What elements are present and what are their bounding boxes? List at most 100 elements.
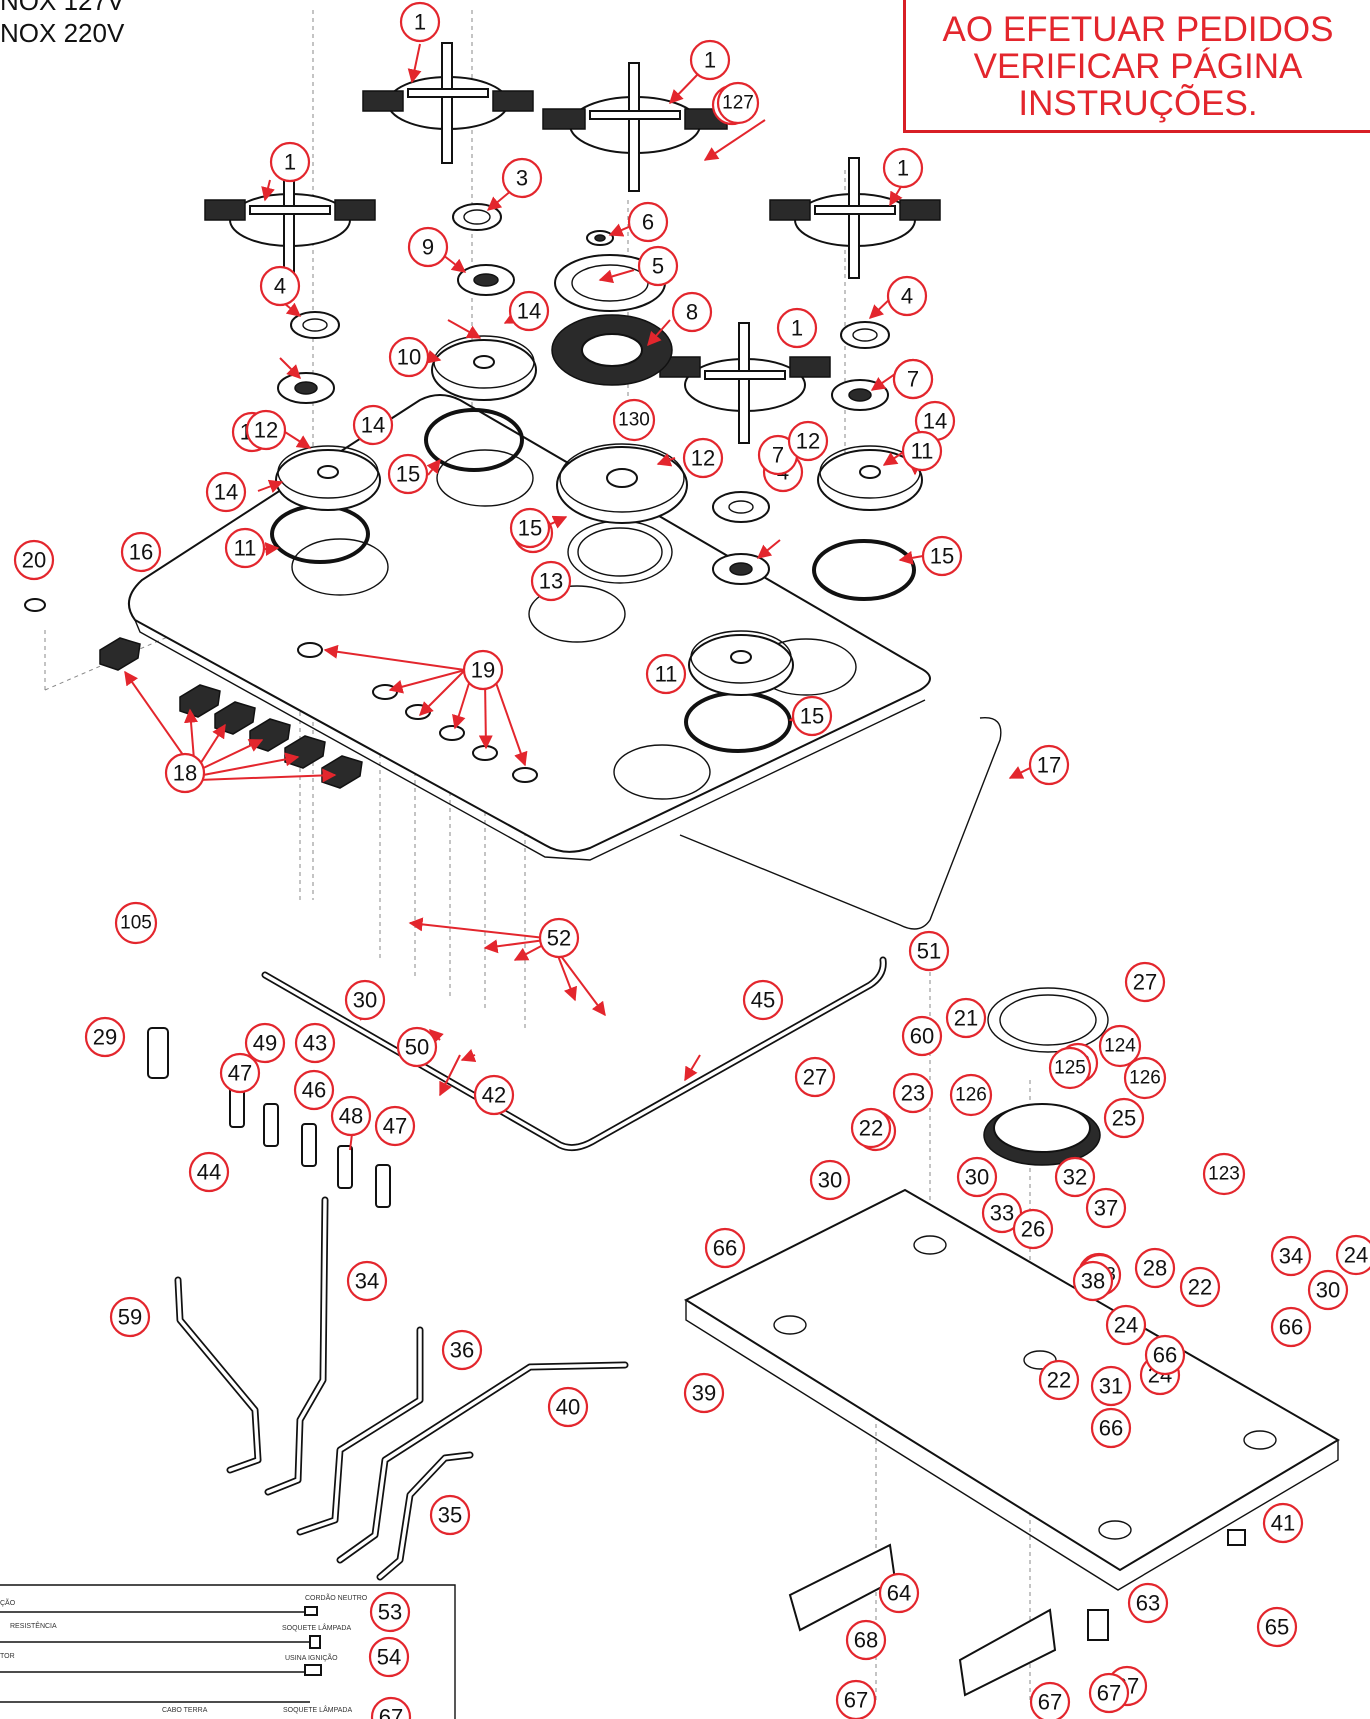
- callout-number: 27: [803, 1065, 827, 1090]
- callout-number: 124: [1104, 1036, 1136, 1057]
- callout-38: 38: [1072, 1260, 1114, 1302]
- callout-number: 67: [1097, 1681, 1121, 1706]
- callout-8: 8: [671, 291, 713, 333]
- callout-circle: [1134, 1247, 1176, 1289]
- callout-circle: [429, 1494, 471, 1536]
- callout-circle: [224, 527, 266, 569]
- callout-circle: [396, 1026, 438, 1068]
- label-cao: ÇÃO: [0, 1598, 16, 1607]
- callout-number: 24: [1344, 1243, 1368, 1268]
- callout-52: 52: [538, 917, 580, 959]
- callout-45: 45: [742, 979, 784, 1021]
- callout-26: 26: [1012, 1208, 1054, 1250]
- callout-number: 14: [923, 409, 947, 434]
- callout-number: 6: [642, 210, 654, 235]
- callout-circle: [787, 420, 829, 462]
- callout-circle: [1124, 961, 1166, 1003]
- callout-number: 32: [1063, 1165, 1087, 1190]
- callout-50: 50: [396, 1026, 438, 1068]
- callout-circle: [850, 1107, 892, 1149]
- callout-circle: [1103, 1097, 1145, 1139]
- callout-circle: [219, 1052, 261, 1094]
- callout-number: 31: [1099, 1374, 1123, 1399]
- trivets: [204, 42, 941, 444]
- callout-number: 28: [1143, 1256, 1167, 1281]
- callout-number: 45: [751, 988, 775, 1013]
- callout-number: 3: [516, 166, 528, 191]
- callout-66: 66: [1144, 1334, 1186, 1376]
- callout-circle: [114, 901, 158, 945]
- callout-circle: [13, 539, 55, 581]
- callout-circle: [538, 917, 580, 959]
- label-usina-ignicao: USINA IGNIÇÃO: [285, 1653, 338, 1662]
- callout-11: 11: [645, 653, 687, 695]
- callout-circle: [1127, 1582, 1169, 1624]
- callout-circle: [1307, 1269, 1349, 1311]
- callout-number: 26: [1021, 1217, 1045, 1242]
- callout-number: 46: [302, 1078, 326, 1103]
- callout-1: 1: [776, 307, 818, 349]
- callout-number: 123: [1208, 1164, 1240, 1185]
- callout-number: 54: [377, 1645, 401, 1670]
- callout-number: 21: [954, 1006, 978, 1031]
- callout-number: 1: [284, 150, 296, 175]
- callout-30: 30: [956, 1156, 998, 1198]
- callout-circle: [835, 1679, 877, 1719]
- callout-circle: [794, 1056, 836, 1098]
- callout-circle: [205, 471, 247, 513]
- callout-24: 24: [1335, 1234, 1370, 1276]
- callout-number: 66: [1279, 1315, 1303, 1340]
- callout-number: 1: [791, 316, 803, 341]
- callout-circle: [1105, 1304, 1147, 1346]
- callout-number: 30: [818, 1168, 842, 1193]
- callout-circle: [294, 1022, 336, 1064]
- wiring-diagram: ÇÃO CORDÃO NEUTRO SOQUETE LÂMPADA RESIST…: [0, 1584, 456, 1719]
- callout-number: 130: [618, 410, 650, 431]
- wok-burner-assembly: [983, 987, 1109, 1166]
- label-cordao-neutro: CORDÃO NEUTRO: [305, 1593, 368, 1602]
- callout-number: 1: [414, 10, 426, 35]
- callout-circle: [344, 979, 386, 1021]
- callout-number: 34: [355, 1269, 379, 1294]
- callout-number: 67: [1038, 1690, 1062, 1715]
- callout-number: 67: [379, 1705, 403, 1719]
- callout-number: 66: [1099, 1416, 1123, 1441]
- callout-circle: [244, 1022, 286, 1064]
- callout-circle: [716, 81, 760, 125]
- callout-number: 66: [713, 1236, 737, 1261]
- callout-48: 48: [330, 1095, 372, 1137]
- notice-line-1: AO EFETUAR PEDIDOS: [942, 10, 1334, 49]
- callout-22: 22: [1038, 1359, 1080, 1401]
- callout-9: 9: [407, 226, 449, 268]
- callout-60: 60: [901, 1015, 943, 1057]
- callout-number: 30: [965, 1165, 989, 1190]
- callout-circle: [399, 1, 441, 43]
- callout-circle: [949, 1073, 993, 1117]
- callout-number: 125: [1054, 1058, 1086, 1079]
- callout-circle: [612, 398, 656, 442]
- callout-66: 66: [704, 1227, 746, 1269]
- callout-19: 19: [462, 649, 504, 691]
- callout-circle: [689, 39, 731, 81]
- gas-valves: [147, 1027, 391, 1208]
- callout-10: 10: [388, 336, 430, 378]
- burner-bases: [275, 335, 923, 696]
- cooktop-glass-panel: [127, 394, 931, 861]
- callout-66: 66: [1090, 1407, 1132, 1449]
- callout-circle: [1090, 1407, 1132, 1449]
- callout-3: 3: [501, 157, 543, 199]
- callout-4: 4: [259, 265, 301, 307]
- callout-number: 60: [910, 1024, 934, 1049]
- callout-circle: [882, 147, 924, 189]
- callout-number: 65: [1265, 1615, 1289, 1640]
- callout-circle: [671, 291, 713, 333]
- callout-number: 42: [482, 1083, 506, 1108]
- notice-line-3: INSTRUÇÕES.: [1018, 84, 1258, 123]
- callout-circle: [473, 1074, 515, 1116]
- callout-42: 42: [473, 1074, 515, 1116]
- callout-66: 66: [1270, 1306, 1312, 1348]
- callout-number: 22: [1047, 1368, 1071, 1393]
- callout-5: 5: [637, 245, 679, 287]
- callout-1: 1: [399, 1, 441, 43]
